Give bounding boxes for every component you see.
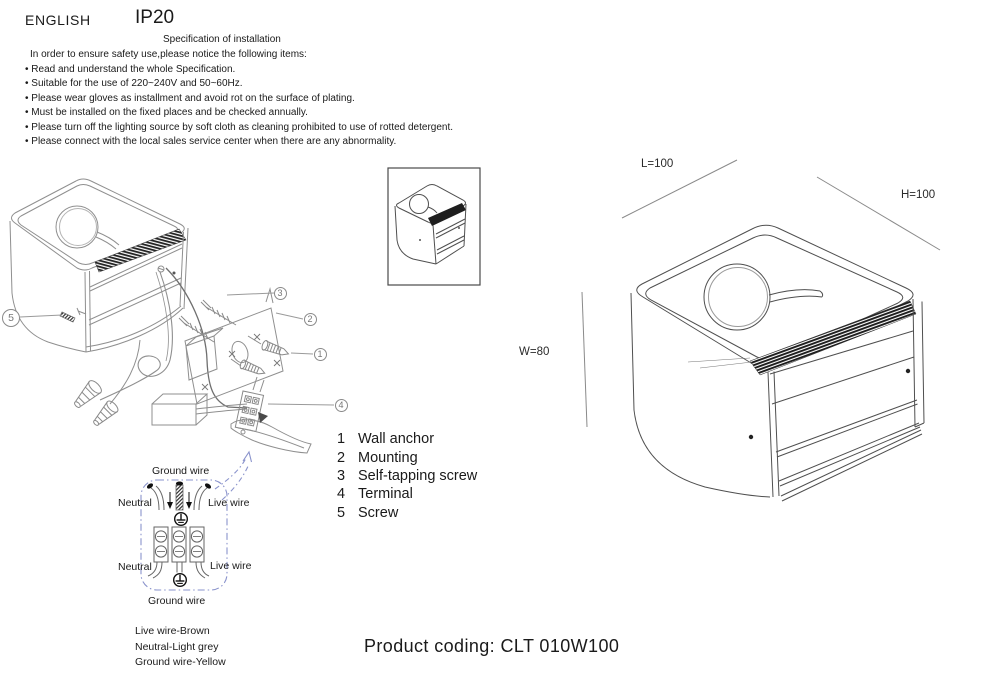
part-label: Screw — [358, 504, 399, 521]
dim-height-label: H=100 — [901, 189, 936, 201]
part-label: Self-tapping screw — [358, 467, 478, 484]
ip-rating: IP20 — [135, 7, 175, 28]
callout-1: 1 — [313, 347, 327, 361]
callout-2: 2 — [303, 312, 317, 326]
wiring-diagram-drawing — [140, 450, 253, 591]
legend-live-wire: Live wire-Brown — [135, 625, 210, 637]
callout-1-number: 1 — [317, 349, 323, 359]
wiring-label-neutral-bottom: Neutral — [118, 561, 152, 573]
part-label: Wall anchor — [358, 431, 435, 448]
safety-bullet-list: Read and understand the whole Specificat… — [25, 63, 453, 150]
safety-bullet: Suitable for the use of 220~240V and 50~… — [25, 77, 453, 92]
wiring-label-live-bottom: Live wire — [210, 560, 252, 572]
parts-list-item: 5 Screw — [337, 504, 477, 522]
legend-neutral-wire: Neutral-Light grey — [135, 640, 219, 653]
safety-bullet: Please wear gloves as installment and av… — [25, 92, 453, 107]
dim-width-label: W=80 — [519, 346, 550, 358]
parts-list-item: 2 Mounting — [337, 448, 477, 466]
safety-intro: In order to ensure safety use,please not… — [30, 49, 307, 60]
language-label: ENGLISH — [25, 12, 91, 28]
part-number: 2 — [337, 449, 346, 466]
wiring-label-neutral-top: Neutral — [118, 497, 152, 509]
part-number: 1 — [337, 431, 346, 448]
thumbnail-drawing — [387, 167, 481, 286]
callout-5: 5 — [2, 309, 20, 327]
safety-bullet: Must be installed on the fixed places an… — [25, 106, 453, 121]
safety-bullet: Please turn off the lighting source by s… — [25, 121, 453, 136]
callout-4: 4 — [334, 398, 348, 412]
safety-bullet: Please connect with the local sales serv… — [25, 135, 453, 150]
part-number: 4 — [337, 486, 346, 503]
callout-2-number: 2 — [307, 314, 313, 324]
safety-bullet: Read and understand the whole Specificat… — [25, 63, 453, 78]
part-number: 5 — [337, 504, 346, 521]
parts-list-item: 3 Self-tapping screw — [337, 467, 477, 485]
part-label: Terminal — [358, 486, 413, 503]
callout-4-number: 4 — [338, 400, 344, 410]
part-number: 3 — [337, 467, 346, 484]
wiring-label-live-top: Live wire — [208, 497, 250, 509]
exploded-view-drawing — [9, 178, 335, 454]
callout-3-number: 3 — [277, 288, 283, 298]
part-label: Mounting — [358, 449, 418, 466]
parts-list-item: 4 Terminal — [337, 485, 477, 503]
product-coding: Product coding: CLT 010W100 — [364, 636, 620, 656]
legend-ground-wire: Ground wire-Yellow — [135, 656, 226, 668]
spec-title: Specification of installation — [163, 34, 281, 45]
dimensioned-lamp-drawing — [581, 159, 941, 502]
callout-5-number: 5 — [8, 312, 14, 324]
parts-list: 1 Wall anchor 2 Mounting 3 Self-tapping scr… — [337, 430, 477, 522]
dim-length-label: L=100 — [641, 158, 674, 170]
wire-color-legend: Live wire-Brown Neutral-Light grey Groun… — [135, 625, 226, 672]
safety-notes: In order to ensure safety use,please not… — [25, 48, 453, 150]
wiring-label-ground-top: Ground wire — [152, 465, 210, 477]
parts-list-item: 1 Wall anchor — [337, 430, 477, 448]
callout-3: 3 — [273, 286, 287, 300]
wiring-label-ground-bottom: Ground wire — [148, 595, 206, 607]
